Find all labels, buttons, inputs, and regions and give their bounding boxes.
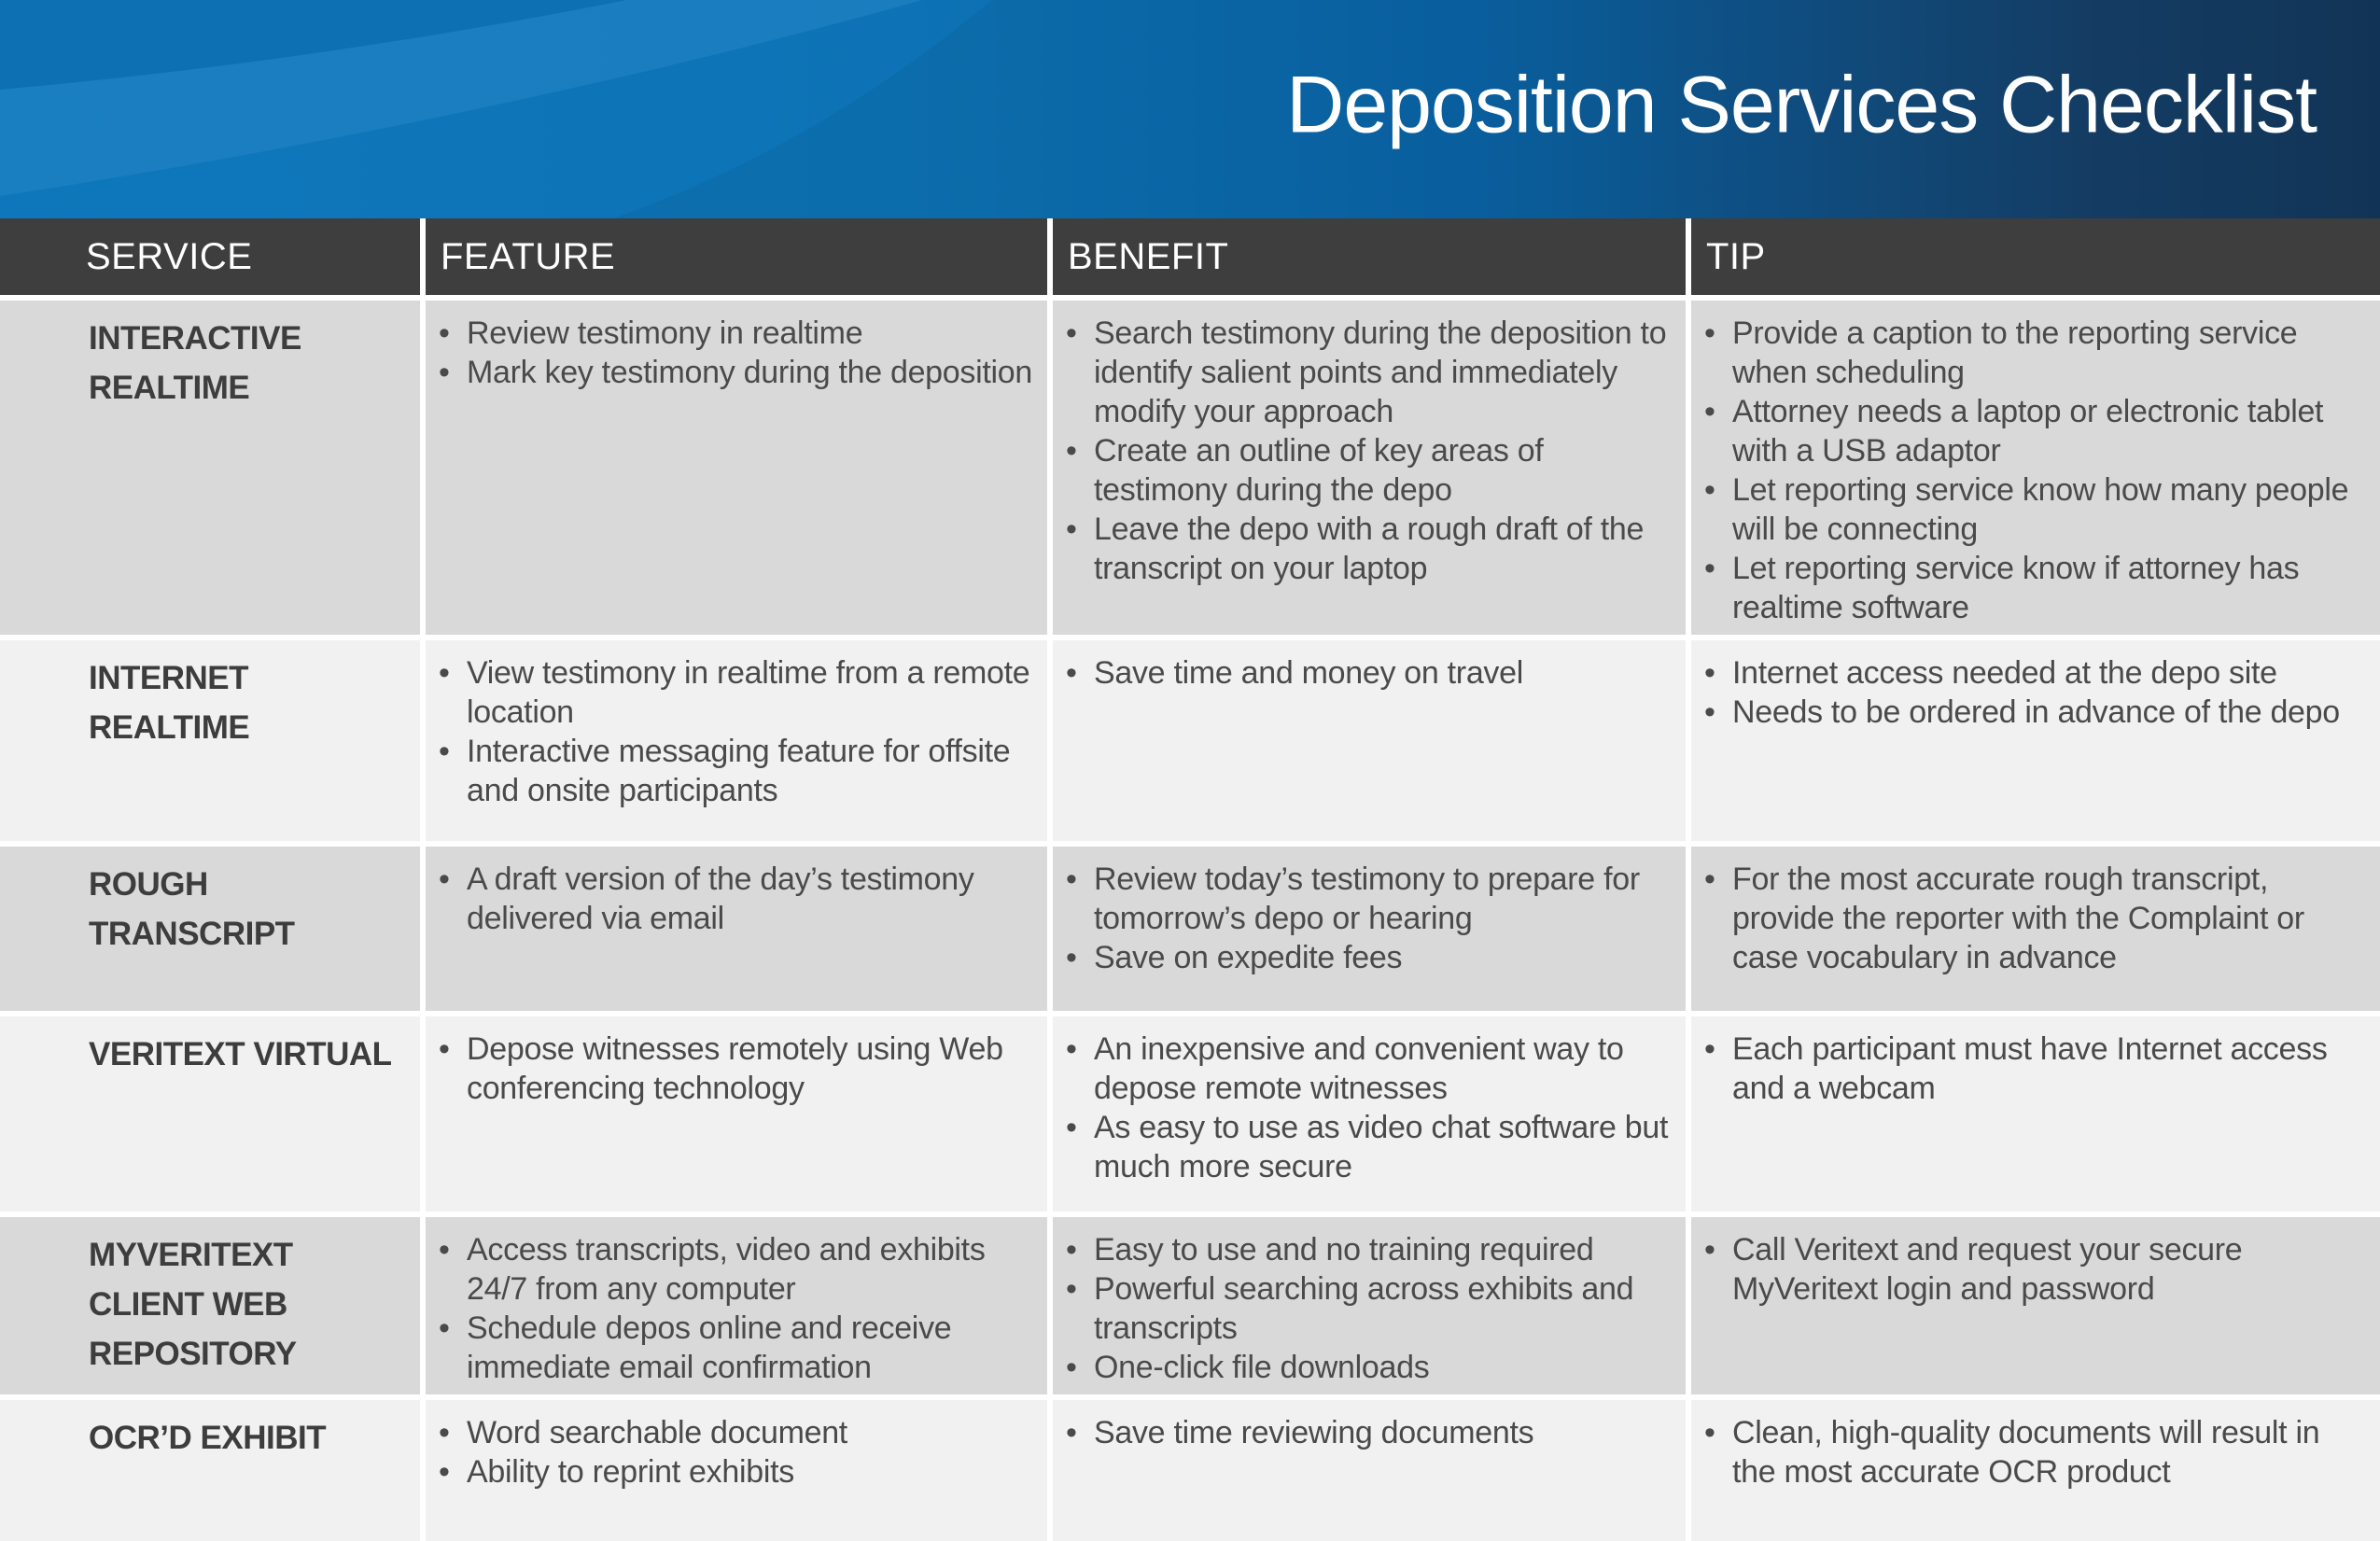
column-header-benefit: BENEFIT <box>1053 218 1686 295</box>
bullet-item: Internet access needed at the depo site <box>1691 653 2367 693</box>
service-cell: INTERACTIVE REALTIME <box>0 301 420 635</box>
tip-cell: Internet access needed at the depo site … <box>1691 640 2380 841</box>
page-header-banner: Deposition Services Checklist <box>0 0 2380 218</box>
bullet-item: Save on expedite fees <box>1053 938 1673 977</box>
benefit-cell: Review today’s testimony to prepare for … <box>1053 847 1686 1011</box>
bullet-item: Provide a caption to the reporting servi… <box>1691 314 2367 392</box>
tip-cell: For the most accurate rough transcript, … <box>1691 847 2380 1011</box>
bullet-item: Interactive messaging feature for offsit… <box>426 732 1034 810</box>
table-row: INTERACTIVE REALTIME Review testimony in… <box>0 301 2380 635</box>
feature-cell: A draft version of the day’s testimony d… <box>426 847 1047 1011</box>
table-row: ROUGH TRANSCRIPT A draft version of the … <box>0 847 2380 1011</box>
benefit-cell: An inexpensive and convenient way to dep… <box>1053 1016 1686 1212</box>
table-row: VERITEXT VIRTUAL Depose witnesses remote… <box>0 1016 2380 1212</box>
bullet-item: Leave the depo with a rough draft of the… <box>1053 510 1673 588</box>
bullet-item: Depose witnesses remotely using Web conf… <box>426 1030 1034 1108</box>
bullet-item: Create an outline of key areas of testim… <box>1053 431 1673 510</box>
bullet-item: Call Veritext and request your secure My… <box>1691 1230 2367 1309</box>
benefit-cell: Easy to use and no training required Pow… <box>1053 1217 1686 1394</box>
bullet-item: Let reporting service know how many peop… <box>1691 470 2367 549</box>
bullet-item: Attorney needs a laptop or electronic ta… <box>1691 392 2367 470</box>
bullet-item: Easy to use and no training required <box>1053 1230 1673 1269</box>
bullet-item: Review today’s testimony to prepare for … <box>1053 860 1673 938</box>
bullet-item: Let reporting service know if attorney h… <box>1691 549 2367 627</box>
tip-cell: Provide a caption to the reporting servi… <box>1691 301 2380 635</box>
table-header-row: SERVICE FEATURE BENEFIT TIP <box>0 218 2380 295</box>
column-header-tip: TIP <box>1691 218 2380 295</box>
bullet-item: Each participant must have Internet acce… <box>1691 1030 2367 1108</box>
table-row: MYVERITEXT CLIENT WEB REPOSITORY Access … <box>0 1217 2380 1394</box>
column-header-service: SERVICE <box>0 218 420 295</box>
feature-cell: Review testimony in realtime Mark key te… <box>426 301 1047 635</box>
benefit-cell: Search testimony during the deposition t… <box>1053 301 1686 635</box>
service-cell: ROUGH TRANSCRIPT <box>0 847 420 1011</box>
bullet-item: Access transcripts, video and exhibits 2… <box>426 1230 1034 1309</box>
bullet-item: Schedule depos online and receive immedi… <box>426 1309 1034 1387</box>
column-header-feature: FEATURE <box>426 218 1047 295</box>
bullet-item: An inexpensive and convenient way to dep… <box>1053 1030 1673 1108</box>
page-title: Deposition Services Checklist <box>1286 60 2317 150</box>
bullet-item: Mark key testimony during the deposition <box>426 353 1034 392</box>
tip-cell: Clean, high-quality documents will resul… <box>1691 1400 2380 1541</box>
bullet-item: A draft version of the day’s testimony d… <box>426 860 1034 938</box>
service-cell: OCR’D EXHIBIT <box>0 1400 420 1541</box>
benefit-cell: Save time reviewing documents <box>1053 1400 1686 1541</box>
banner-swoosh-graphic <box>0 0 2380 218</box>
service-cell: INTERNET REALTIME <box>0 640 420 841</box>
bullet-item: Review testimony in realtime <box>426 314 1034 353</box>
benefit-cell: Save time and money on travel <box>1053 640 1686 841</box>
table-row: INTERNET REALTIME View testimony in real… <box>0 640 2380 841</box>
bullet-item: Powerful searching across exhibits and t… <box>1053 1269 1673 1348</box>
bullet-item: One-click file downloads <box>1053 1348 1673 1387</box>
feature-cell: Word searchable document Ability to repr… <box>426 1400 1047 1541</box>
feature-cell: Access transcripts, video and exhibits 2… <box>426 1217 1047 1394</box>
bullet-item: Ability to reprint exhibits <box>426 1452 1034 1492</box>
tip-cell: Each participant must have Internet acce… <box>1691 1016 2380 1212</box>
service-cell: VERITEXT VIRTUAL <box>0 1016 420 1212</box>
bullet-item: Needs to be ordered in advance of the de… <box>1691 693 2367 732</box>
bullet-item: As easy to use as video chat software bu… <box>1053 1108 1673 1186</box>
service-cell: MYVERITEXT CLIENT WEB REPOSITORY <box>0 1217 420 1394</box>
bullet-item: Clean, high-quality documents will resul… <box>1691 1413 2367 1492</box>
bullet-item: Search testimony during the deposition t… <box>1053 314 1673 431</box>
feature-cell: Depose witnesses remotely using Web conf… <box>426 1016 1047 1212</box>
feature-cell: View testimony in realtime from a remote… <box>426 640 1047 841</box>
bullet-item: Save time reviewing documents <box>1053 1413 1673 1452</box>
tip-cell: Call Veritext and request your secure My… <box>1691 1217 2380 1394</box>
bullet-item: View testimony in realtime from a remote… <box>426 653 1034 732</box>
bullet-item: For the most accurate rough transcript, … <box>1691 860 2367 977</box>
bullet-item: Save time and money on travel <box>1053 653 1673 693</box>
bullet-item: Word searchable document <box>426 1413 1034 1452</box>
table-row: OCR’D EXHIBIT Word searchable document A… <box>0 1400 2380 1541</box>
